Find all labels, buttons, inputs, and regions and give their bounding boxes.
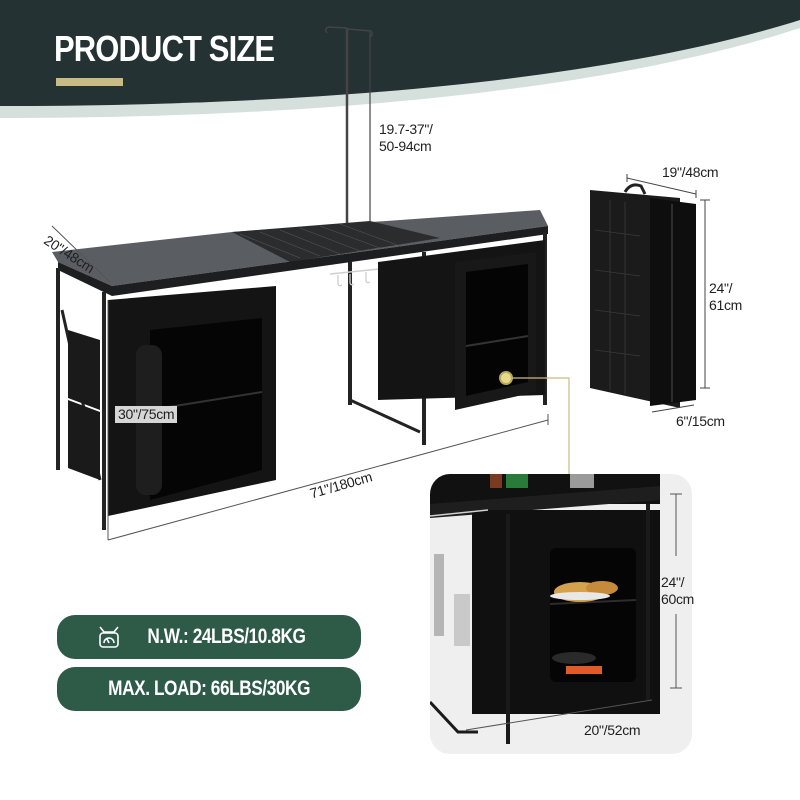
scale-icon xyxy=(98,626,119,648)
dimension-lines xyxy=(51,225,549,541)
page-title: PRODUCT SIZE xyxy=(54,28,275,69)
title-underline xyxy=(56,78,123,86)
max-load-text: MAX. LOAD: 66LBS/30KG xyxy=(108,677,310,700)
max-load-badge: MAX. LOAD: 66LBS/30KG xyxy=(57,667,361,711)
lantern-pole xyxy=(325,26,373,240)
folded-table-case xyxy=(590,174,710,413)
folded-height-label: 24"/ 61cm xyxy=(709,280,743,313)
cabinet-height-label: 24"/ 60cm xyxy=(661,574,695,607)
net-weight-badge: N.W.: 24LBS/10.8KG xyxy=(57,615,361,659)
net-weight-text: N.W.: 24LBS/10.8KG xyxy=(146,625,306,648)
cabinet-detail-inset xyxy=(430,474,692,754)
table-height-label: 30"/75cm xyxy=(115,406,178,423)
cabinet-width-label: 20"/52cm xyxy=(584,722,641,738)
cabinet-detail-illustration xyxy=(430,474,682,744)
folded-width-label: 19"/48cm xyxy=(662,164,719,180)
header-banner xyxy=(0,0,800,118)
folded-thickness-label: 6"/15cm xyxy=(676,413,725,429)
callout-leader xyxy=(499,371,570,474)
lantern-pole-height-label: 19.7-37"/ 50-94cm xyxy=(379,121,433,154)
